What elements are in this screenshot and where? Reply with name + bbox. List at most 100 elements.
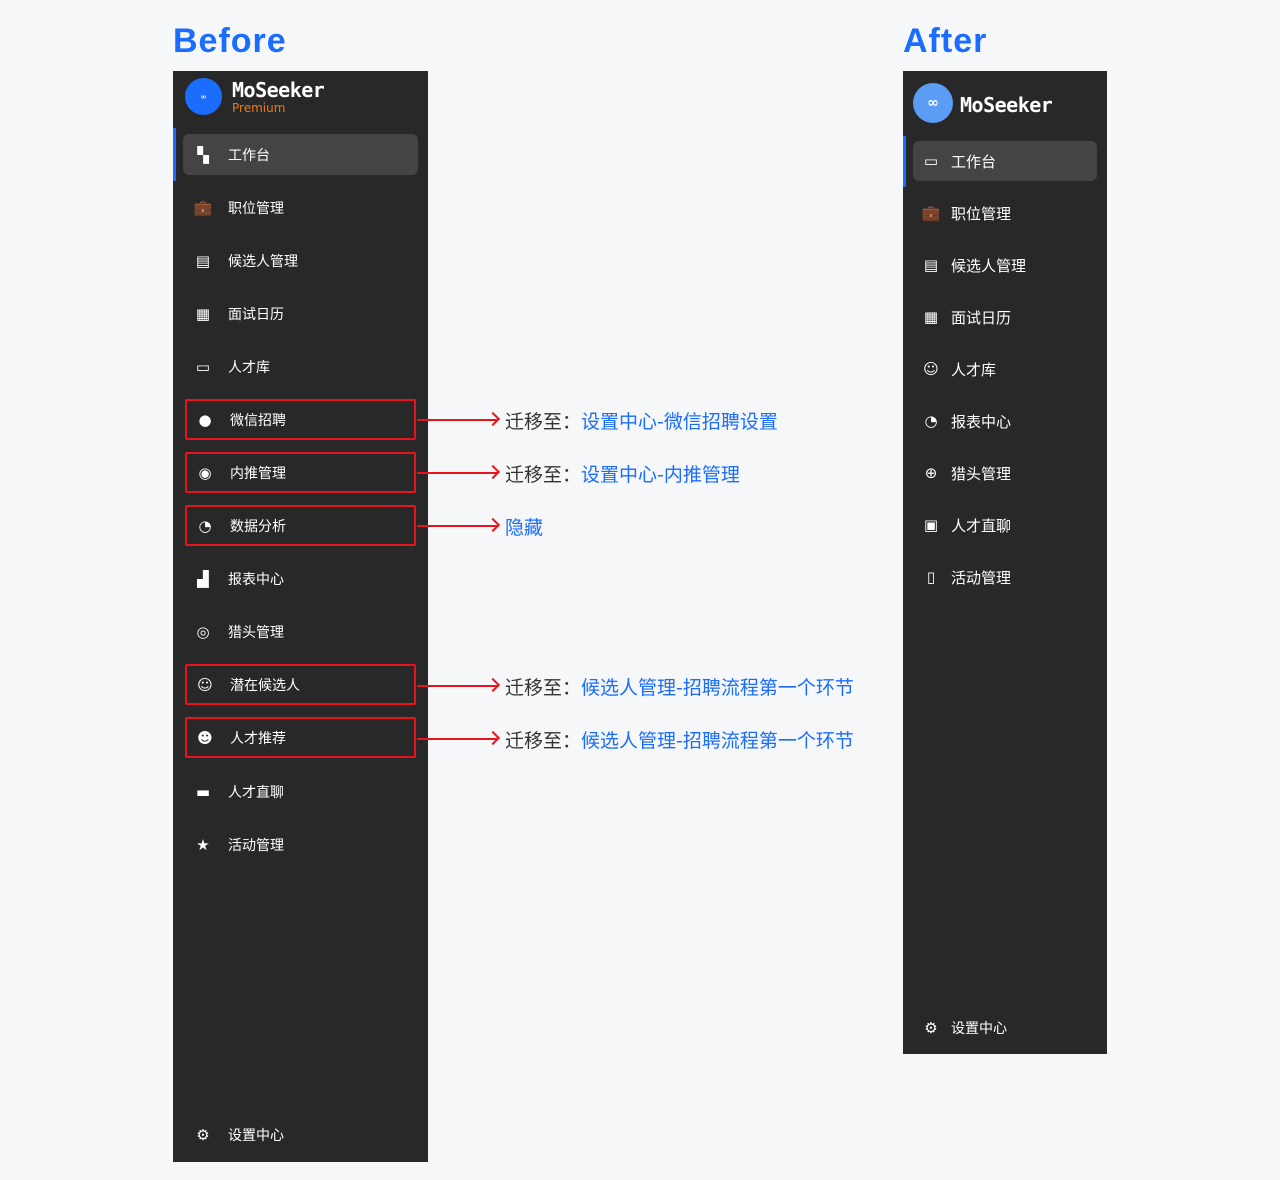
migration-annotation: 隐藏 [417,513,543,539]
arrow-icon [417,419,497,421]
sidebar-item[interactable]: ▭ 人才库 [183,346,418,387]
sidebar-item[interactable]: 💼 职位管理 [913,193,1097,233]
bar-chart-icon: ▟ [197,569,209,588]
sidebar-item[interactable]: ◔ 数据分析 [185,505,416,546]
pie-chart-icon: ◔ [198,516,212,535]
logo: ∞ [185,78,222,115]
annotation-target: 设置中心-内推管理 [581,463,740,486]
sidebar-item-label: 内推管理 [230,465,286,482]
document-icon: ▯ [926,568,936,586]
candidate-file-icon: ▤ [923,256,939,274]
chat-user-icon: ▣ [923,516,939,534]
gears-icon: ⚙ [196,1125,210,1144]
sidebar-item-label: 活动管理 [228,837,284,854]
sidebar-item-label: 工作台 [951,152,997,171]
star-circle-icon: ★ [196,835,210,854]
after-heading: After [903,22,988,60]
sidebar-item-label: 报表中心 [951,412,1012,431]
sidebar-item[interactable]: ◔ 报表中心 [913,401,1097,441]
sidebar-item-label: 潜在候选人 [230,677,300,694]
sidebar-item[interactable]: ★ 活动管理 [183,824,418,865]
wechat-icon: ● [198,410,212,429]
pie-chart-icon: ◔ [924,412,938,430]
annotation-target: 设置中心-微信招聘设置 [581,410,778,433]
sidebar-item-label: 候选人管理 [951,256,1027,275]
sidebar-item-label: 职位管理 [951,204,1012,223]
users-icon: ☺ [197,675,213,694]
sidebar-item-label: 报表中心 [228,571,284,588]
annotation-prefix: 迁移至： [505,729,582,752]
migration-annotation: 迁移至：候选人管理-招聘流程第一个环节 [417,673,854,699]
sidebar-item-label: 活动管理 [951,568,1012,587]
arrow-icon [417,525,497,527]
annotation-prefix: 迁移至： [505,463,582,486]
sidebar-item[interactable]: ☺ 潜在候选人 [185,664,416,705]
sidebar-item[interactable]: ▭ 工作台 [913,141,1097,181]
sidebar-item[interactable]: ▣ 人才直聊 [913,505,1097,545]
migration-annotation: 迁移至：候选人管理-招聘流程第一个环节 [417,726,854,752]
active-indicator [173,128,176,181]
before-sidebar [173,71,428,1162]
annotation-target: 候选人管理-招聘流程第一个环节 [581,729,854,752]
briefcase-icon: 💼 [193,198,213,217]
annotation-prefix: 迁移至： [505,676,582,699]
sidebar-item[interactable]: 💼 职位管理 [183,187,418,228]
brand-name: MoSeeker [960,93,1053,117]
sidebar-item-label: 人才库 [228,359,270,376]
sidebar-item-label: 面试日历 [951,308,1012,327]
sidebar-item-label: 微信招聘 [230,412,286,429]
sidebar-item-label: 设置中心 [951,1021,1007,1037]
sidebar-item[interactable]: ▦ 面试日历 [913,297,1097,337]
brand-name: MoSeeker [232,78,325,102]
sidebar-item[interactable]: ▤候选人管理 [183,240,418,281]
sidebar-item[interactable]: ▤ 候选人管理 [913,245,1097,285]
sidebar-item-label: 人才直聊 [951,516,1012,535]
sidebar-item-label: 人才库 [951,360,997,379]
dashboard-icon: ▚ [197,145,209,164]
sidebar-item[interactable]: ● 微信招聘 [185,399,416,440]
hunter-icon: ◎ [196,622,210,641]
migration-annotation: 迁移至：设置中心-微信招聘设置 [417,407,778,433]
sidebar-item[interactable]: ▚ 工作台 [183,134,418,175]
annotation-target: 候选人管理-招聘流程第一个环节 [581,676,854,699]
sidebar-item[interactable]: ▯ 活动管理 [913,557,1097,597]
target-icon: ⊕ [924,464,938,482]
sidebar-item[interactable]: ☻ 人才推荐 [185,717,416,758]
annotation-prefix: 迁移至： [505,410,582,433]
annotation-target: 隐藏 [505,516,544,539]
sidebar-item[interactable]: ▟ 报表中心 [183,558,418,599]
migration-annotation: 迁移至：设置中心-内推管理 [417,460,740,486]
sidebar-item[interactable]: ▦ 面试日历 [183,293,418,334]
sidebar-item[interactable]: ◉ 内推管理 [185,452,416,493]
sidebar-item[interactable]: ◎ 猎头管理 [183,611,418,652]
sidebar-item-label: 设置中心 [228,1127,284,1144]
sidebar-item-label: 职位管理 [228,200,284,217]
calendar-icon: ▦ [923,308,939,326]
sidebar-item-settings[interactable]: ⚙ 设置中心 [183,1114,418,1155]
active-indicator [903,136,906,187]
thumbs-up-icon: ◉ [198,463,212,482]
sidebar-item-label: 人才直聊 [228,784,284,801]
after-sidebar [903,71,1107,1054]
user-star-icon: ☻ [197,728,213,747]
briefcase-icon: 💼 [921,204,941,222]
sidebar-item-label: 猎头管理 [228,624,284,641]
arrow-icon [417,738,497,740]
sidebar-item-label: 人才推荐 [230,730,286,747]
sidebar-item-label: 工作台 [228,147,270,164]
sidebar-item-settings[interactable]: ⚙ 设置中心 [913,1008,1097,1048]
id-card-icon: ▭ [195,357,211,376]
sidebar-item[interactable]: ⊕猎头管理 [913,453,1097,493]
sidebar-item[interactable]: ☺人才库 [913,349,1097,389]
logo: ∞ [913,83,953,123]
monitor-icon: ▭ [923,152,939,170]
gear-icon: ⚙ [924,1019,938,1037]
calendar-icon: ▦ [195,304,211,323]
premium-label: Premium [232,101,286,115]
sidebar-item-label: 候选人管理 [228,253,298,270]
chat-icon: ▬ [195,782,211,801]
arrow-icon [417,685,497,687]
sidebar-item-label: 数据分析 [230,518,286,535]
sidebar-item-label: 面试日历 [228,306,284,323]
sidebar-item[interactable]: ▬ 人才直聊 [183,771,418,812]
